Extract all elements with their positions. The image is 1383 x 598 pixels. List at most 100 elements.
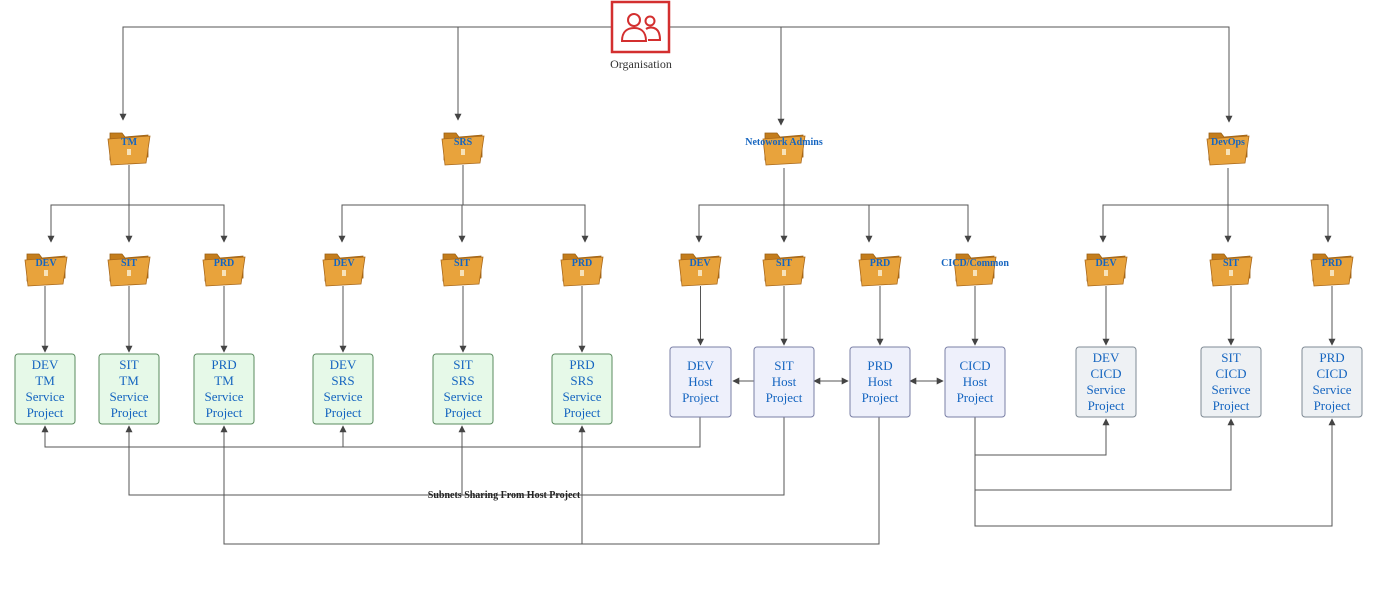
project-frame — [193, 353, 255, 425]
cicd-share-dev-line — [974, 417, 1110, 456]
folder-label: PRD — [214, 258, 235, 269]
project-label-line: PRD — [867, 358, 892, 373]
env-folder: PRD — [202, 253, 246, 287]
folder-tag — [782, 270, 786, 276]
env-folder: DEV — [678, 253, 722, 287]
project-label-line: DEV — [330, 357, 357, 372]
project-label-line: Service — [26, 389, 65, 404]
group-netadmin-branch — [784, 204, 873, 243]
env-folder: CICD/Common — [941, 253, 1009, 287]
folder-label: SRS — [454, 137, 473, 148]
org-to-group-line — [454, 26, 612, 121]
connector-lines — [41, 26, 1336, 545]
projects-layer: DEVTMServiceProjectSITTMServiceProjectPR… — [14, 346, 1363, 425]
project-frame — [98, 353, 160, 425]
group-srs-branch — [458, 204, 466, 243]
org-to-group-line — [669, 26, 1233, 123]
folder-tag — [782, 149, 786, 155]
project-label-line: CICD — [1215, 366, 1246, 381]
project-label-line: Service — [563, 389, 602, 404]
project-label-line: Service — [1313, 382, 1352, 397]
folder-tag — [44, 270, 48, 276]
folder-tag — [342, 270, 346, 276]
subnet-share-dev-line — [41, 417, 701, 448]
subnet-share-prd-line — [220, 417, 880, 545]
env-folder: DEV — [322, 253, 366, 287]
folder-label: DevOps — [1211, 137, 1245, 148]
project-label-line: PRD — [211, 357, 236, 372]
project-label-line: SRS — [331, 373, 354, 388]
project-label-line: Host — [772, 374, 797, 389]
project-label-line: Service — [444, 389, 483, 404]
env-folder: PRD — [560, 253, 604, 287]
env-folder: SIT — [1209, 253, 1253, 287]
group-devops-branch — [1099, 204, 1228, 243]
users-icon — [620, 13, 662, 42]
env-folder: DEV — [1084, 253, 1128, 287]
env-folder: DEV — [24, 253, 68, 287]
project-label-line: PRD — [1319, 350, 1344, 365]
folder-label: DEV — [1095, 258, 1117, 269]
folder-label: Netowork Admins — [745, 137, 823, 148]
folder-tag — [698, 270, 702, 276]
project-label-line: Project — [957, 390, 994, 405]
project-label-line: CICD — [1090, 366, 1121, 381]
project-label-line: Project — [27, 405, 64, 420]
folder-label: DEV — [333, 258, 355, 269]
env-folder: PRD — [1310, 253, 1354, 287]
project-label-line: TM — [214, 373, 234, 388]
folder-tag — [973, 270, 977, 276]
env-folder: SIT — [107, 253, 151, 287]
project-frame — [432, 353, 494, 425]
project-label-line: Service — [324, 389, 363, 404]
env-folder: SIT — [440, 253, 484, 287]
organisation-frame — [610, 0, 671, 54]
project-frame — [1075, 346, 1137, 418]
subnet-share-sit-line — [125, 417, 785, 496]
group-netadmin-branch — [695, 204, 784, 243]
folder-tag — [222, 270, 226, 276]
project-label-line: DEV — [32, 357, 59, 372]
group-folder: TM — [107, 132, 151, 166]
group-srs-branch — [463, 204, 589, 243]
project-label-line: SIT — [119, 357, 139, 372]
project-label-line: Host — [688, 374, 713, 389]
folder-label: PRD — [1322, 258, 1343, 269]
folder-tag — [460, 270, 464, 276]
cicd-share-sit-line — [974, 418, 1235, 491]
project-frame — [753, 346, 815, 418]
project-label-line: CICD — [959, 358, 990, 373]
project-frame — [849, 346, 911, 418]
project-label-line: SIT — [453, 357, 473, 372]
cicd-share-prd-line — [974, 418, 1336, 527]
project-frame — [944, 346, 1006, 418]
project-label-line: Project — [206, 405, 243, 420]
project-label-line: Project — [862, 390, 899, 405]
project-label-line: Project — [766, 390, 803, 405]
group-folder: SRS — [441, 132, 485, 166]
group-srs-branch — [338, 204, 463, 243]
project-label-line: Project — [682, 390, 719, 405]
folder-label: TM — [121, 137, 138, 148]
project-label-line: CICD — [1316, 366, 1347, 381]
project-label-line: DEV — [687, 358, 714, 373]
folder-tag — [1229, 270, 1233, 276]
env-folder: PRD — [858, 253, 902, 287]
project-label-line: SIT — [1221, 350, 1241, 365]
folder-label: DEV — [689, 258, 711, 269]
project-label-line: Project — [1088, 398, 1125, 413]
folder-label: SIT — [121, 258, 137, 269]
folder-label: SIT — [1223, 258, 1239, 269]
project-frame — [1301, 346, 1363, 418]
